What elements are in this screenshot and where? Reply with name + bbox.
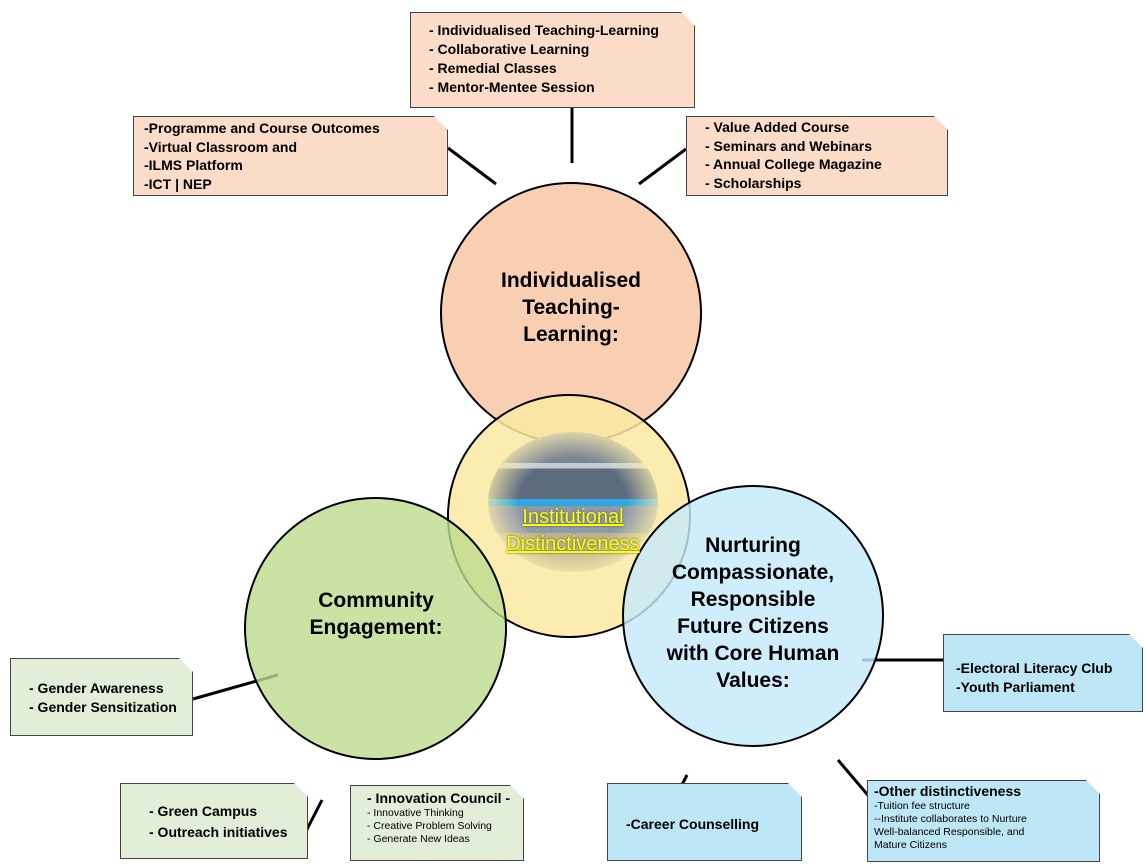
nurturing-title: Nurturing Compassionate, Responsible Fut… xyxy=(640,530,866,696)
nurturing-title-line3: Responsible xyxy=(690,588,816,611)
teaching-title-line3: Learning: xyxy=(523,322,619,346)
connector-teaching-right xyxy=(638,147,687,186)
teaching-left-item: -Virtual Classroom and xyxy=(144,138,298,155)
nurturing-title-line1: Nurturing xyxy=(705,534,801,557)
teaching-top-box: - Individualised Teaching-Learning - Col… xyxy=(410,12,695,108)
innovation-heading: - Innovation Council - xyxy=(367,790,511,806)
center-label-line2: Distinctiveness xyxy=(506,533,640,555)
teaching-left-item: -ICT | NEP xyxy=(144,175,212,192)
teaching-left-item: -ILMS Platform xyxy=(144,157,243,173)
other-item: --Institute collaborates to Nurture xyxy=(874,813,1027,825)
community-title-line2: Engagement: xyxy=(309,616,443,639)
teaching-left-item: -Programme and Course Outcomes xyxy=(144,120,380,136)
teaching-title-line1: Individualised xyxy=(500,268,642,292)
community-gender-item: - Gender Sensitization xyxy=(29,699,177,715)
nurturing-title-line2: Compassionate, xyxy=(671,561,835,584)
teaching-left-box: -Programme and Course Outcomes -Virtual … xyxy=(133,116,448,196)
electoral-item: -Youth Parliament xyxy=(956,679,1075,695)
community-title-line1: Community xyxy=(318,589,434,612)
community-innovation-box: - Innovation Council - - Innovative Thin… xyxy=(350,785,524,861)
center-label: Institutional Distinctiveness xyxy=(500,504,646,558)
nurturing-title-line6: Values: xyxy=(716,669,790,692)
innovation-item: - Innovative Thinking xyxy=(367,807,464,819)
teaching-right-item: - Annual College Magazine xyxy=(705,156,882,172)
nurturing-title-line5: with Core Human xyxy=(666,642,840,665)
community-campus-item: - Outreach initiatives xyxy=(149,824,288,840)
other-heading: -Other distinctiveness xyxy=(874,783,1022,799)
teaching-title: Individualised Teaching- Learning: xyxy=(460,247,682,367)
nurturing-career-box: -Career Counselling xyxy=(607,783,802,861)
teaching-right-box: - Value Added Course - Seminars and Webi… xyxy=(686,116,948,196)
community-campus-box: - Green Campus - Outreach initiatives xyxy=(120,783,308,859)
community-title: Community Engagement: xyxy=(284,583,468,645)
community-campus-item: - Green Campus xyxy=(149,803,258,819)
community-gender-box: - Gender Awareness - Gender Sensitizatio… xyxy=(10,658,193,736)
center-label-line1: Institutional xyxy=(522,506,624,528)
nurturing-electoral-box: -Electoral Literacy Club -Youth Parliame… xyxy=(943,634,1143,712)
teaching-right-item: - Seminars and Webinars xyxy=(705,137,873,154)
community-gender-item: - Gender Awareness xyxy=(29,680,164,696)
community-circle xyxy=(244,497,507,760)
teaching-right-item: - Value Added Course xyxy=(705,119,850,135)
connector-teaching-left xyxy=(447,146,497,186)
nurturing-circle xyxy=(622,485,884,747)
nurturing-other-box: -Other distinctiveness -Tuition fee stru… xyxy=(867,780,1100,862)
other-item: Well-balanced Responsible, and xyxy=(874,826,1025,838)
innovation-item: - Creative Problem Solving xyxy=(367,820,492,832)
teaching-title-line2: Teaching- xyxy=(522,295,620,319)
connector-nurturing-other xyxy=(836,759,874,801)
career-item: -Career Counselling xyxy=(626,816,760,832)
teaching-top-item: - Remedial Classes xyxy=(429,60,557,76)
nurturing-title-line4: Future Citizens xyxy=(677,615,829,638)
institution-building-photo xyxy=(488,432,658,572)
teaching-top-item: - Individualised Teaching-Learning xyxy=(429,22,659,38)
other-item: -Tuition fee structure xyxy=(874,800,970,812)
teaching-top-item: - Collaborative Learning xyxy=(429,41,590,57)
other-item: Mature Citizens xyxy=(874,839,947,851)
innovation-item: - Generate New Ideas xyxy=(367,833,470,845)
teaching-top-item: - Mentor-Mentee Session xyxy=(429,79,595,95)
teaching-right-item: - Scholarships xyxy=(705,174,802,191)
electoral-item: -Electoral Literacy Club xyxy=(956,660,1113,676)
